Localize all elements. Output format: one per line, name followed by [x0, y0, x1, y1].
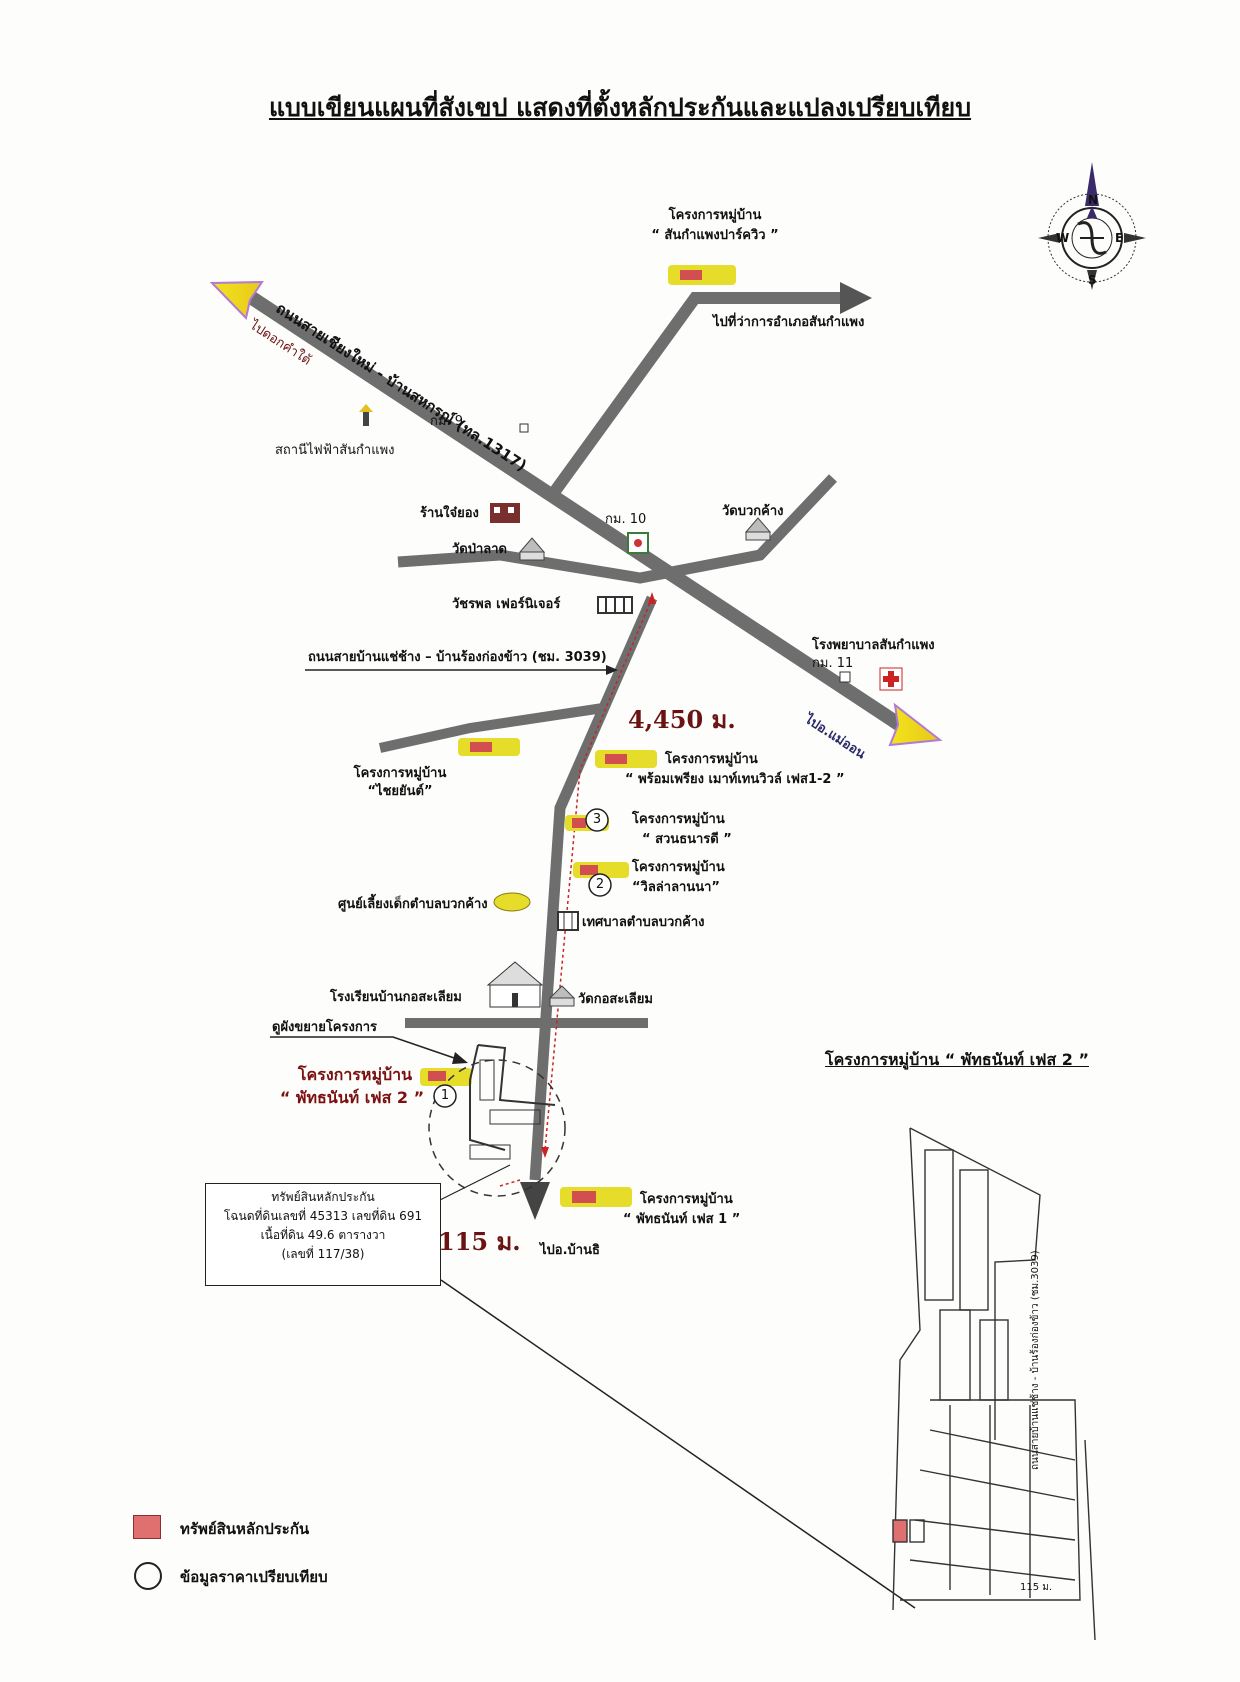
- school-label: โรงเรียนบ้านกอสะเลียม: [330, 990, 462, 1005]
- wat-palad-label: วัดป่าลาด: [452, 542, 508, 557]
- village-parkview-prefix: โครงการหมู่บ้าน: [668, 208, 762, 223]
- hospital-label: โรงพยาบาลสันกำแพง: [812, 638, 935, 653]
- km10-icon: [627, 532, 649, 554]
- compass-n-label: N: [1088, 193, 1099, 207]
- project-site-plan: [428, 1044, 566, 1197]
- furniture-icon: [597, 596, 633, 614]
- inset-leader-line: [440, 1279, 916, 1609]
- inset-distance-label: 115 ม.: [1020, 1582, 1053, 1593]
- municipality-label: เทศบาลตำบลบวกค้าง: [582, 915, 705, 930]
- asset-info-box: ทรัพย์สินหลักประกัน โฉนดที่ดินเลขที่ 453…: [205, 1183, 441, 1286]
- km10-label: กม. 10: [605, 512, 647, 527]
- village-phatnan2-prefix: โครงการหมู่บ้าน: [297, 1065, 413, 1084]
- village-phatnan2-name: “ พัทธนันท์ เฟส 2 ”: [279, 1088, 425, 1107]
- secondary-road-label: ถนนสายบ้านแช่ช้าง – บ้านร้องก่องข้าว (ชม…: [308, 650, 607, 665]
- legend-asset-swatch: [133, 1515, 161, 1539]
- village-phatnan1-prefix: โครงการหมู่บ้าน: [640, 1192, 733, 1207]
- marker-1-label: 1: [440, 1088, 450, 1103]
- marker-2: [588, 873, 612, 897]
- arrow-dokkham-icon: [209, 280, 264, 321]
- road-to-banthi: [520, 595, 658, 1220]
- asset-leader-line: [439, 1164, 511, 1201]
- distance-main-label: 4,450 ม.: [628, 705, 736, 734]
- inset-site-plan: [892, 1127, 1096, 1641]
- road-chaiyan: [378, 703, 604, 753]
- village-phatnan1-name: “ พัทธนันท์ เฟส 1 ”: [623, 1212, 741, 1227]
- map-title: แบบเขียนแผนที่สังเขป แสดงที่ตั้งหลักประก…: [268, 93, 972, 122]
- hospital-icon: [879, 667, 903, 691]
- inset-title: โครงการหมู่บ้าน “ พัทธนันท์ เฟส 2 ”: [825, 1050, 1089, 1069]
- legend-comparison-label: ข้อมูลราคาเปรียบเทียบ: [180, 1568, 328, 1586]
- village-phromphriang-name: “ พร้อมเพรียง เมาท์เทนวิวล์ เฟส1-2 ”: [625, 772, 845, 787]
- wat-kosaliam-icon: [548, 985, 576, 1007]
- compass-s-label: S: [1088, 273, 1097, 287]
- road-to-amphoe: [545, 282, 872, 502]
- village-phromphriang-icon: [595, 750, 657, 768]
- marker-1: [433, 1084, 457, 1108]
- asset-info-line1: ทรัพย์สินหลักประกัน: [271, 1190, 375, 1204]
- arrow-maeon-icon: [888, 702, 943, 747]
- marker-2-label: 2: [595, 877, 605, 892]
- village-parkview-icon: [668, 265, 736, 285]
- school-icon: [486, 961, 544, 1008]
- asset-info-line3: เนื้อที่ดิน 49.6 ตารางวา: [260, 1228, 386, 1242]
- layout-plan-label: ดูผังขยายโครงการ: [272, 1020, 377, 1035]
- road-palad: [397, 474, 837, 584]
- arrow-amphoe-icon: [840, 282, 872, 314]
- power-station-icon: [359, 404, 373, 426]
- inset-road-label: ถนนสายบ้านแช่ช้าง - บ้านร้องก่องข้าว (ชม…: [1030, 1250, 1041, 1470]
- compass-e-label: E: [1115, 231, 1124, 245]
- municipality-icon: [557, 911, 579, 931]
- village-suanthanarat-name: “ สวนธนารดี ”: [642, 832, 732, 847]
- km11-label: กม. 11: [812, 656, 854, 671]
- wat-kosaliam-label: วัดกอสะเลียม: [578, 992, 653, 1007]
- route-dotted: [544, 597, 653, 1151]
- legend-asset-label: ทรัพย์สินหลักประกัน: [180, 1520, 310, 1538]
- compass-icon: [1038, 162, 1146, 290]
- arrow-banthi-icon: [520, 1182, 550, 1220]
- main-highway: [209, 280, 943, 747]
- to-banthi-label: ไปอ.บ้านธิ: [540, 1243, 600, 1258]
- village-chaiyan-prefix: โครงการหมู่บ้าน: [353, 766, 447, 781]
- village-chaiyan-icon: [458, 738, 520, 756]
- asset-info-line2: โฉนดที่ดินเลขที่ 45313 เลขที่ดิน 691: [223, 1209, 423, 1223]
- wat-buakkhang-label: วัดบวกค้าง: [722, 504, 784, 519]
- village-chaiyan-name: “ไชยยันต์”: [367, 784, 433, 799]
- village-phatnan2-icon: [420, 1068, 472, 1086]
- marker-3-label: 3: [592, 812, 602, 827]
- village-villalanna-icon: [573, 862, 629, 878]
- km9-icon: [519, 423, 529, 433]
- layout-plan-pointer: [270, 1036, 468, 1064]
- km11-icon: [839, 671, 851, 683]
- to-amphoe-label: ไปที่ว่าการอำเภอสันกำแพง: [713, 315, 865, 330]
- marker-3: [585, 808, 609, 832]
- compass-w-label: W: [1056, 231, 1070, 245]
- childcare-icon: [493, 892, 531, 912]
- wat-palad-icon: [518, 537, 546, 561]
- shop-label: ร้านใจ๋ยอง: [420, 506, 479, 521]
- village-phatnan1-icon: [560, 1187, 632, 1207]
- wat-buakkhang-icon: [744, 517, 772, 541]
- secondary-road-pointer: [305, 665, 618, 675]
- distance-short-label: 115 ม.: [438, 1227, 521, 1256]
- km9-label: กม. 9: [430, 414, 463, 429]
- power-station-label: สถานีไฟฟ้าสันกำแพง: [275, 443, 395, 458]
- childcare-label: ศูนย์เลี้ยงเด็กตำบลบวกค้าง: [338, 897, 488, 912]
- legend-comparison-circle-icon: [134, 1562, 162, 1590]
- village-parkview-name: “ สันกำแพงปาร์ควิว ”: [651, 228, 779, 243]
- village-suanthanarat-prefix: โครงการหมู่บ้าน: [632, 812, 725, 827]
- village-phromphriang-prefix: โครงการหมู่บ้าน: [665, 752, 758, 767]
- asset-info-line4: (เลขที่ 117/38): [281, 1247, 365, 1261]
- shop-icon: [490, 503, 520, 523]
- village-villalanna-name: “วิลล่าลานนา”: [632, 880, 720, 895]
- furniture-label: วัชรพล เฟอร์นิเจอร์: [452, 597, 561, 612]
- village-villalanna-prefix: โครงการหมู่บ้าน: [632, 860, 725, 875]
